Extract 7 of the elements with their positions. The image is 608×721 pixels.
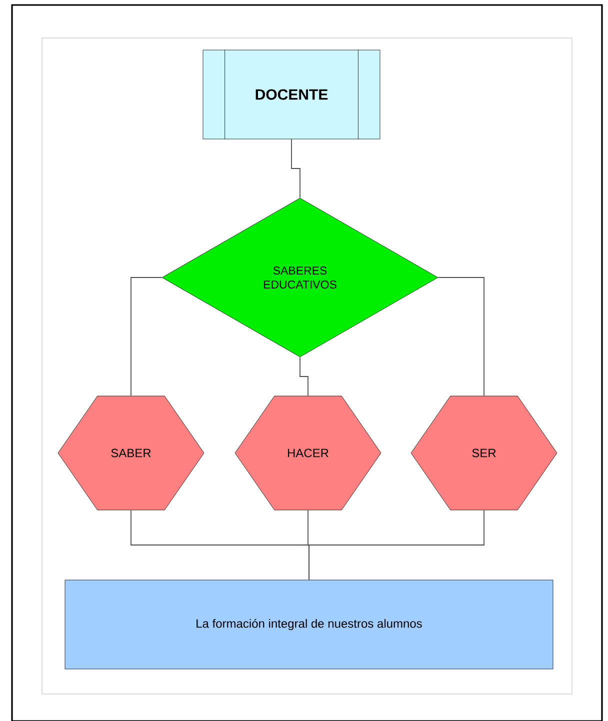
process-box: La formación integral de nuestros alumnos — [64, 580, 554, 670]
connector-line — [308, 510, 484, 580]
predefined-process-box: DOCENTE — [202, 50, 380, 140]
connector-line — [300, 356, 308, 396]
connector-line — [438, 277, 484, 396]
connector-line — [291, 138, 300, 198]
connector-line — [130, 277, 162, 396]
